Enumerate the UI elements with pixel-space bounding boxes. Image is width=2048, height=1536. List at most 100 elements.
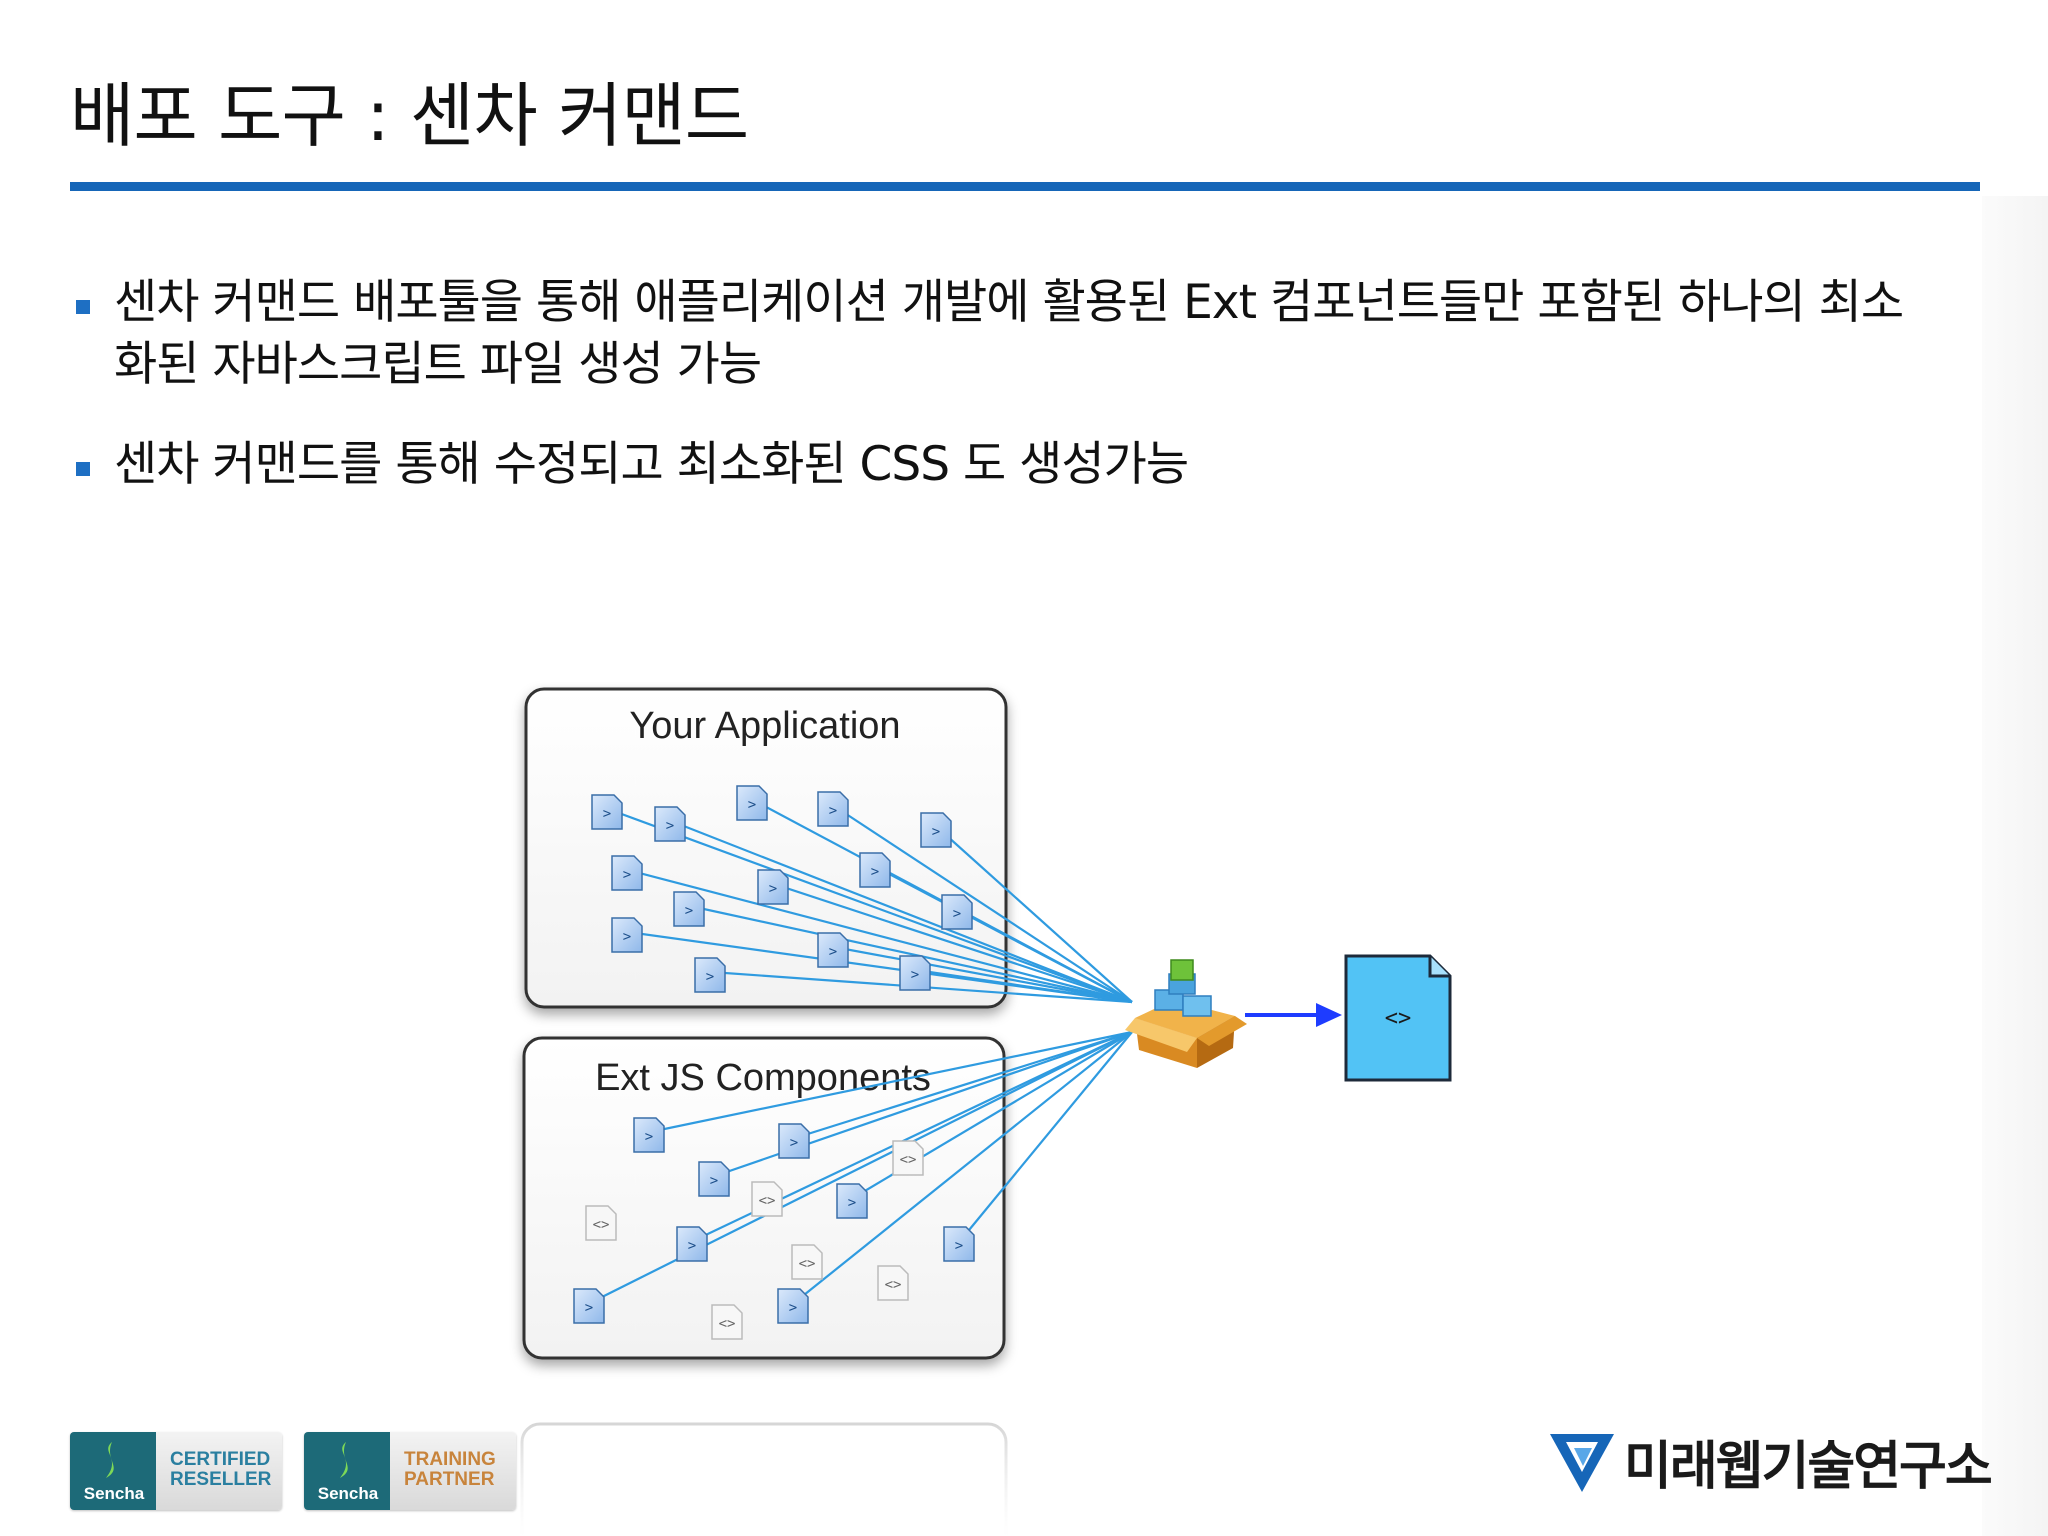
file-symbol: <> — [719, 1316, 736, 1332]
company-name: 미래웹기술연구소 — [1624, 1435, 1993, 1497]
js-file-icon: > — [817, 791, 849, 827]
connection-line — [957, 908, 1133, 1003]
connection-line — [627, 868, 1133, 1004]
js-file-icon: > — [698, 1161, 730, 1197]
file-symbol: > — [710, 1173, 718, 1189]
file-symbol: <> — [799, 1256, 816, 1272]
file-symbol: <> — [900, 1152, 917, 1168]
build-box-icon — [1125, 959, 1247, 1068]
file-symbol: > — [685, 903, 693, 919]
bullet-square-icon — [76, 462, 90, 476]
js-file-icon: > — [654, 806, 686, 842]
file-symbol: <> — [759, 1193, 776, 1209]
connection-line — [794, 1030, 1133, 1140]
bullet-list: 센차 커맨드 배포툴을 통해 애플리케이션 개발에 활용된 Ext 컴포넌트들만… — [72, 272, 1932, 534]
file-symbol: > — [706, 969, 714, 985]
app-box-label: Your Application — [629, 705, 900, 747]
js-file-icon: > — [591, 794, 623, 830]
file-symbol: > — [789, 1300, 797, 1316]
bullet-item: 센차 커맨드 배포툴을 통해 애플리케이션 개발에 활용된 Ext 컴포넌트들만… — [72, 272, 1932, 396]
app-box — [524, 687, 1008, 1009]
file-symbol: > — [829, 944, 837, 960]
connection-line — [833, 945, 1133, 1004]
badge-text: TRAINING PARTNER — [404, 1450, 496, 1490]
training-partner-badge: Sencha TRAINING PARTNER — [304, 1432, 516, 1510]
unused-file-icon: <> — [751, 1181, 783, 1217]
badge-line-2: PARTNER — [404, 1469, 495, 1490]
file-symbol: > — [623, 929, 631, 945]
file-symbol: > — [688, 1238, 696, 1254]
file-symbol: > — [585, 1300, 593, 1316]
connection-line — [793, 1031, 1133, 1304]
unused-file-icon: <> — [791, 1244, 823, 1280]
connection-line — [689, 904, 1133, 1004]
js-file-icon: > — [941, 894, 973, 930]
js-file-icon: > — [573, 1288, 605, 1324]
file-symbol: > — [932, 824, 940, 840]
page-title: 배포 도구 : 센차 커맨드 — [70, 75, 749, 157]
unused-file-icon: <> — [892, 1140, 924, 1176]
title-divider — [70, 182, 1980, 191]
file-symbol: > — [645, 1129, 653, 1145]
badge-brand: Sencha — [83, 1484, 145, 1503]
output-file-icon: <> — [1344, 954, 1452, 1082]
js-file-icon: > — [920, 812, 952, 848]
badge-line-1: TRAINING — [404, 1449, 496, 1470]
file-symbol: > — [666, 818, 674, 834]
js-file-icon: > — [611, 917, 643, 953]
connection-line — [915, 968, 1133, 1004]
js-file-icon: > — [778, 1123, 810, 1159]
connection-line — [607, 807, 1133, 1004]
file-symbol: > — [769, 881, 777, 897]
js-file-icon: > — [694, 957, 726, 993]
connection-line — [670, 819, 1133, 1004]
js-file-icon: > — [859, 852, 891, 888]
js-file-icon: > — [611, 855, 643, 891]
file-symbol: <> — [885, 1277, 902, 1293]
file-symbol: > — [790, 1135, 798, 1151]
connection-line — [936, 826, 1133, 1003]
js-file-icon: > — [757, 869, 789, 905]
js-file-icon: > — [736, 785, 768, 821]
unused-file-icon: <> — [877, 1265, 909, 1301]
js-file-icon: > — [817, 932, 849, 968]
arrow-head-icon — [1316, 1003, 1342, 1027]
file-symbol: > — [829, 803, 837, 819]
file-symbol: <> — [593, 1217, 610, 1233]
file-symbol: > — [623, 867, 631, 883]
js-file-icon: > — [899, 955, 931, 991]
connection-line — [833, 805, 1133, 1003]
company-logo: 미래웹기술연구소 — [1548, 1426, 1993, 1497]
unused-file-icon: <> — [711, 1304, 743, 1340]
company-triangle-icon — [1550, 1434, 1614, 1492]
js-file-icon: > — [777, 1288, 809, 1324]
source-files: > > > > > > > > > > > > > > > > > > > > > > <> <> <> <> <> <> — [573, 785, 975, 1340]
file-symbol: > — [603, 806, 611, 822]
file-symbol: > — [748, 797, 756, 813]
components-box-label: Ext JS Components — [595, 1057, 931, 1099]
certified-reseller-badge: Sencha CERTIFIED RESELLER — [70, 1432, 282, 1510]
js-file-icon: > — [676, 1226, 708, 1262]
bullet-text: 센차 커맨드를 통해 수정되고 최소화된 CSS 도 생성가능 — [114, 437, 1189, 492]
js-file-icon: > — [673, 891, 705, 927]
file-symbol: > — [911, 967, 919, 983]
bullet-text: 센차 커맨드 배포툴을 통해 애플리케이션 개발에 활용된 Ext 컴포넌트들만… — [114, 275, 1904, 392]
file-symbol: > — [848, 1195, 856, 1211]
file-symbol: > — [871, 864, 879, 880]
output-file-symbol: <> — [1385, 1006, 1412, 1031]
js-file-icon: > — [836, 1183, 868, 1219]
sencha-logo-icon: Sencha — [70, 1432, 156, 1510]
js-file-icon: > — [943, 1226, 975, 1262]
badge-text: CERTIFIED RESELLER — [170, 1450, 271, 1490]
connection-line — [649, 1030, 1133, 1134]
file-symbol: > — [955, 1238, 963, 1254]
bullet-item: 센차 커맨드를 통해 수정되고 최소화된 CSS 도 생성가능 — [72, 434, 1932, 496]
bullet-square-icon — [76, 300, 90, 314]
sencha-logo-icon: Sencha — [304, 1432, 390, 1510]
badge-line-2: RESELLER — [170, 1469, 272, 1490]
right-edge-shade — [1982, 196, 2048, 1536]
connection-line — [959, 1031, 1133, 1242]
connection-line — [773, 882, 1133, 1004]
unused-file-icon: <> — [585, 1205, 617, 1241]
